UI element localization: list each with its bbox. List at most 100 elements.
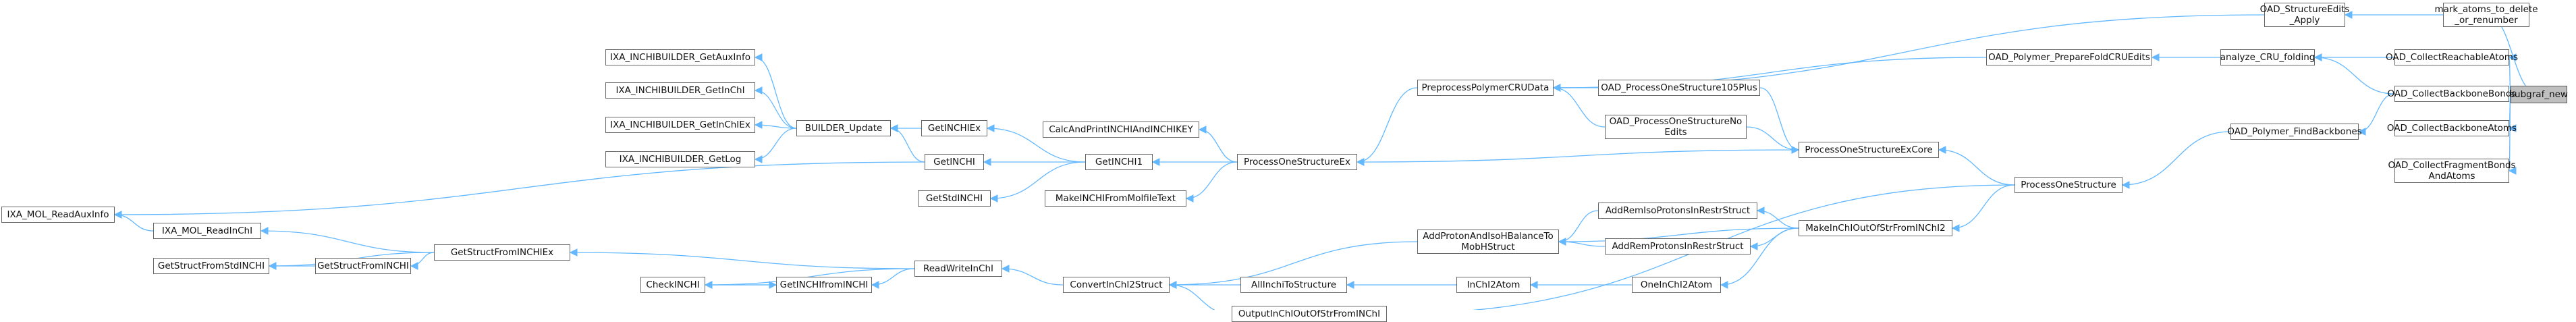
node-label: AddProtonAndIsoHBalanceTo MobHStruct <box>1423 230 1554 252</box>
edge-GetINCHI-to-BUILDER_Update <box>889 124 925 163</box>
edge-AddRemIsoProtonsInRestrStruct-to-AddProtonAndIsoHBalanceToMobHStruct <box>1558 210 1599 246</box>
node-GetStructFromStdINCHI[interactable]: GetStructFromStdINCHI <box>153 258 269 274</box>
node-ReadWriteInChI[interactable]: ReadWriteInChI <box>914 261 1002 277</box>
edge-BUILDER_Update-to-IXA_GetInChIEx <box>754 121 797 129</box>
node-OneInChI2Atom[interactable]: OneInChI2Atom <box>1632 277 1721 293</box>
node-OAD_ProcessOneStructureNoEdits[interactable]: OAD_ProcessOneStructureNo Edits <box>1605 115 1747 139</box>
node-IXA_GetAuxInfo[interactable]: IXA_INCHIBUILDER_GetAuxInfo <box>605 49 755 65</box>
node-label: IXA_MOL_ReadInChI <box>161 225 253 236</box>
edge-MakeInChIOutOfStrFromINChI2-to-AddProtonAndIsoHBalanceToMobHStruct <box>1558 227 1799 246</box>
node-label: MakeInChIOutOfStrFromINChI2 <box>1805 222 1946 234</box>
node-label: OAD_ProcessOneStructureNo Edits <box>1609 115 1743 138</box>
node-label: GetINCHIEx <box>927 122 981 134</box>
edge-ReadWriteInChI-to-GetINCHIfromINCHI <box>871 268 915 289</box>
node-OutputInChIOutOfStrFromINChI[interactable]: OutputInChIOutOfStrFromINChI <box>1232 306 1387 322</box>
node-AddRemIsoProtonsInRestrStruct[interactable]: AddRemIsoProtonsInRestrStruct <box>1598 203 1757 219</box>
node-subgraf_new: subgraf_new <box>2510 86 2568 103</box>
node-OAD_CollectFragmentBondsAndAtoms[interactable]: OAD_CollectFragmentBonds AndAtoms <box>2388 159 2516 183</box>
node-OAD_CollectReachableAtoms[interactable]: OAD_CollectReachableAtoms <box>2386 49 2518 65</box>
node-PreprocessPolymerCRUData[interactable]: PreprocessPolymerCRUData <box>1417 80 1554 96</box>
node-GetStructFromINCHI[interactable]: GetStructFromINCHI <box>315 258 411 274</box>
edge-OAD_ProcessOneStructureNoEdits-to-ProcessOneStructureExCore <box>1746 126 1800 154</box>
node-GetINCHI[interactable]: GetINCHI <box>925 154 984 170</box>
node-label: OAD_Polymer_PrepareFoldCRUEdits <box>1988 51 2150 63</box>
node-label: IXA_INCHIBUILDER_GetInChIEx <box>610 119 750 130</box>
node-BUILDER_Update[interactable]: BUILDER_Update <box>796 120 891 136</box>
edge-AddRemProtonsInRestrStruct-to-AddProtonAndIsoHBalanceToMobHStruct <box>1558 238 1606 247</box>
node-label: ConvertInChI2Struct <box>1070 279 1163 290</box>
node-label: OAD_CollectBackboneBonds <box>2387 88 2517 99</box>
edge-OutputInChIOutOfStrFromINChI-to-ConvertInChI2Struct <box>1168 281 1215 310</box>
node-label: OAD_CollectReachableAtoms <box>2386 51 2518 63</box>
node-label: IXA_INCHIBUILDER_GetLog <box>619 153 742 165</box>
node-GetINCHIEx[interactable]: GetINCHIEx <box>921 120 987 136</box>
node-label: InChI2Atom <box>1467 279 1520 290</box>
node-IXA_GetLog[interactable]: IXA_INCHIBUILDER_GetLog <box>605 151 755 167</box>
edge-ConvertInChI2Struct-to-ReadWriteInChI <box>1001 265 1064 286</box>
node-label: GetStructFromStdINCHI <box>157 260 265 271</box>
edge-BUILDER_Update-to-IXA_GetLog <box>754 128 797 163</box>
edge-ReadWriteInChI-to-GetStructFromINCHIEx <box>569 248 915 269</box>
node-GetINCHI1[interactable]: GetINCHI1 <box>1085 154 1153 170</box>
node-label: IXA_MOL_ReadAuxInfo <box>7 209 109 220</box>
node-label: OAD_StructureEdits _Apply <box>2259 3 2350 26</box>
node-AllInchiToStructure[interactable]: AllInchiToStructure <box>1240 277 1347 293</box>
node-label: OutputInChIOutOfStrFromINChI <box>1238 308 1381 319</box>
node-MakeINCHIFromMolfileText[interactable]: MakeINCHIFromMolfileText <box>1045 190 1186 207</box>
node-analyze_CRU_folding[interactable]: analyze_CRU_folding <box>2220 49 2315 65</box>
node-OAD_Polymer_PrepareFoldCRUEdits[interactable]: OAD_Polymer_PrepareFoldCRUEdits <box>1986 49 2152 65</box>
edge-GetStructFromINCHIEx-to-GetStructFromINCHI <box>410 252 435 270</box>
node-label: GetStructFromINCHIEx <box>450 246 554 258</box>
node-GetStdINCHI[interactable]: GetStdINCHI <box>918 190 991 207</box>
node-ProcessOneStructure[interactable]: ProcessOneStructure <box>2015 177 2122 193</box>
node-label: GetStructFromINCHI <box>317 260 409 271</box>
node-label: GetINCHIfromINCHI <box>779 279 869 290</box>
node-mark_atoms[interactable]: mark_atoms_to_delete _or_renumber <box>2434 3 2538 27</box>
edge-GetINCHI1-to-GetINCHIEx <box>986 124 1086 163</box>
edge-GetINCHI1-to-GetStdINCHI <box>989 161 1086 203</box>
node-MakeInChIOutOfStrFromINChI2[interactable]: MakeInChIOutOfStrFromINChI2 <box>1799 220 1952 236</box>
node-label: ProcessOneStructureEx <box>1243 156 1351 167</box>
node-label: GetINCHI1 <box>1095 156 1143 167</box>
edge-OAD_CollectBackboneBonds-to-analyze_CRU_folding <box>2313 53 2395 95</box>
edge-GetStructFromINCHIEx-to-IXA_MOL_ReadInChI <box>260 227 435 253</box>
edge-OAD_StructureEdits_Apply-to-PreprocessPolymerCRUData <box>1552 14 2265 92</box>
edge-MakeInChIOutOfStrFromINChI2-to-OneInChI2Atom <box>1720 227 1799 289</box>
edge-ProcessOneStructureEx-to-CalcAndPrintINCHIAndINCHIKEY <box>1198 126 1238 163</box>
node-CalcAndPrintINCHIAndINCHIKEY[interactable]: CalcAndPrintINCHIAndINCHIKEY <box>1043 122 1199 138</box>
node-ProcessOneStructureEx[interactable]: ProcessOneStructureEx <box>1237 154 1357 170</box>
node-AddProtonAndIsoHBalanceToMobHStruct[interactable]: AddProtonAndIsoHBalanceTo MobHStruct <box>1417 230 1559 254</box>
node-OAD_CollectBackboneAtoms[interactable]: OAD_CollectBackboneAtoms <box>2387 120 2517 136</box>
node-CheckINCHI[interactable]: CheckINCHI <box>640 277 705 293</box>
edge-OAD_CollectBackboneBonds-to-OAD_Polymer_FindBackbones <box>2357 93 2395 136</box>
edges-layer <box>113 11 2540 310</box>
node-OAD_ProcessOneStructure105Plus[interactable]: OAD_ProcessOneStructure105Plus <box>1598 80 1760 96</box>
node-label: GetINCHI <box>933 156 975 167</box>
node-GetStructFromINCHIEx[interactable]: GetStructFromINCHIEx <box>434 244 570 261</box>
edge-BUILDER_Update-to-IXA_GetAuxInfo <box>754 53 797 129</box>
node-label: CalcAndPrintINCHIAndINCHIKEY <box>1049 124 1193 135</box>
node-OAD_StructureEdits_Apply[interactable]: OAD_StructureEdits _Apply <box>2260 3 2349 27</box>
node-IXA_MOL_ReadAuxInfo[interactable]: IXA_MOL_ReadAuxInfo <box>1 207 115 223</box>
node-ConvertInChI2Struct[interactable]: ConvertInChI2Struct <box>1063 277 1170 293</box>
node-AddRemProtonsInRestrStruct[interactable]: AddRemProtonsInRestrStruct <box>1605 238 1751 254</box>
node-IXA_MOL_ReadInChI[interactable]: IXA_MOL_ReadInChI <box>153 223 261 239</box>
node-label: mark_atoms_to_delete _or_renumber <box>2434 3 2538 26</box>
node-IXA_GetInChIEx[interactable]: IXA_INCHIBUILDER_GetInChIEx <box>605 117 755 133</box>
node-OAD_Polymer_FindBackbones[interactable]: OAD_Polymer_FindBackbones <box>2227 124 2362 140</box>
node-label: subgraf_new <box>2510 88 2568 100</box>
node-OAD_CollectBackboneBonds[interactable]: OAD_CollectBackboneBonds <box>2387 86 2517 102</box>
node-IXA_GetInChI[interactable]: IXA_INCHIBUILDER_GetInChI <box>605 82 755 99</box>
node-label: BUILDER_Update <box>804 122 883 134</box>
node-InChI2Atom[interactable]: InChI2Atom <box>1456 277 1531 293</box>
node-GetINCHIfromINCHI[interactable]: GetINCHIfromINCHI <box>776 277 872 293</box>
edge-AddProtonAndIsoHBalanceToMobHStruct-to-ConvertInChI2Struct <box>1168 241 1418 289</box>
node-label: ReadWriteInChI <box>923 263 994 274</box>
call-graph: subgraf_new mark_atoms_to_delete _or_renu… <box>1 3 2568 322</box>
edge-OAD_Polymer_FindBackbones-to-ProcessOneStructure <box>2121 131 2231 189</box>
edge-MakeInChIOutOfStrFromINChI2-to-AddRemIsoProtonsInRestrStruct <box>1756 207 1799 229</box>
node-ProcessOneStructureExCore[interactable]: ProcessOneStructureExCore <box>1799 142 1939 158</box>
node-label: OAD_Polymer_FindBackbones <box>2227 126 2362 137</box>
node-label: analyze_CRU_folding <box>2220 51 2315 63</box>
node-label: CheckINCHI <box>646 279 700 290</box>
